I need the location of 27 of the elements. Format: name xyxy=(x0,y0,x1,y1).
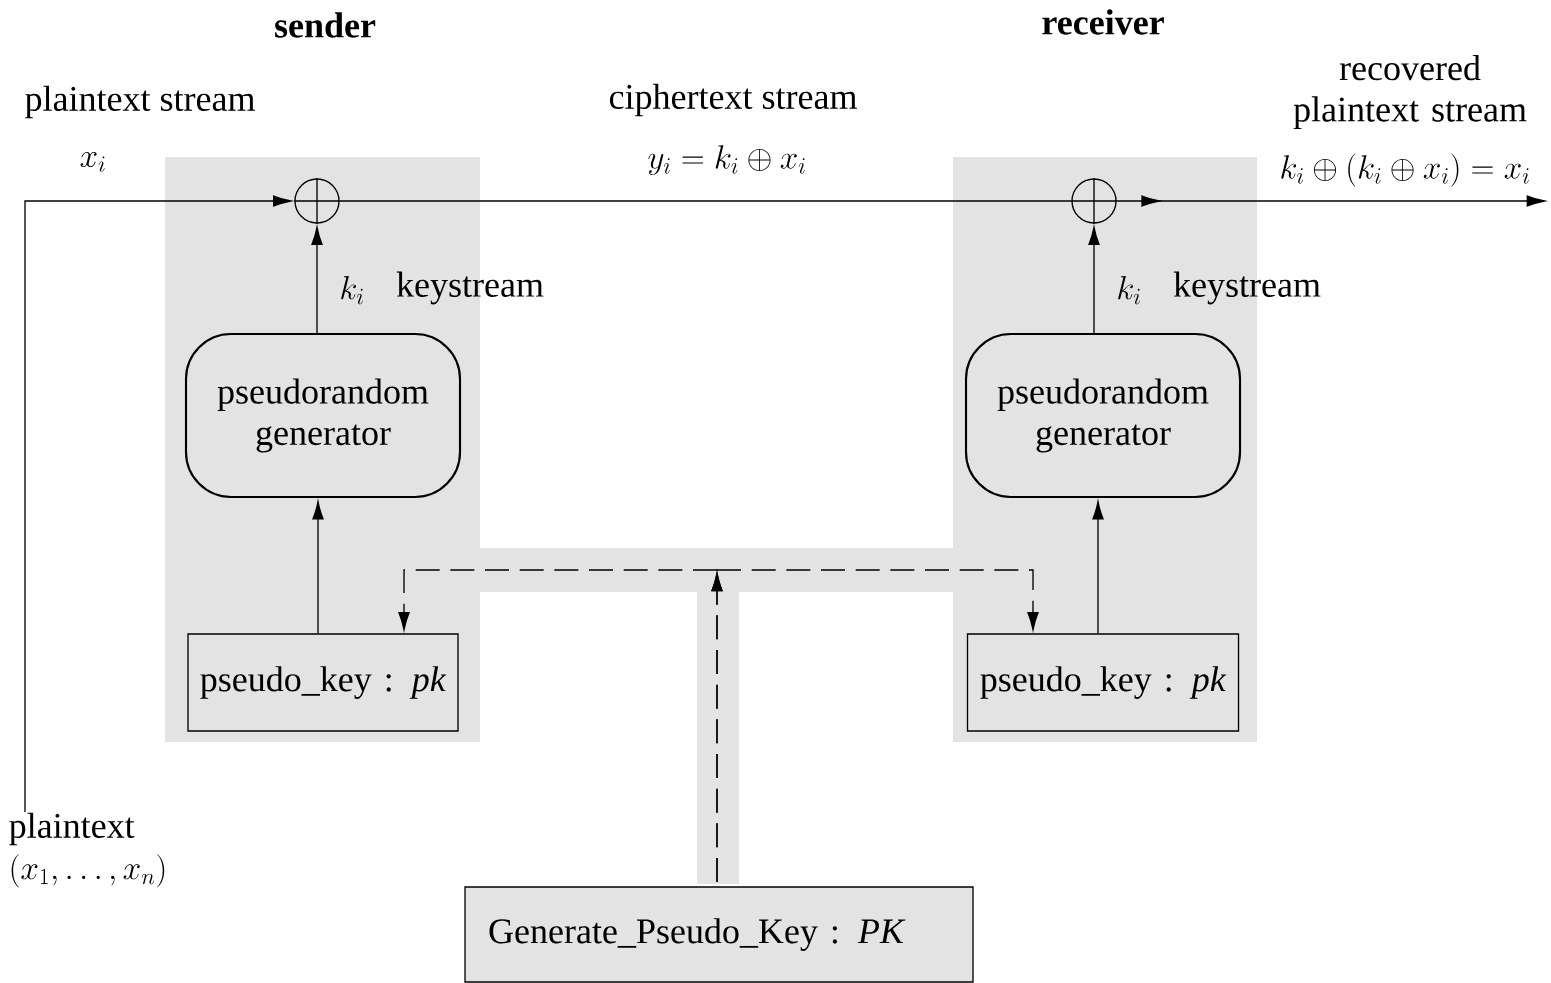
edge-label: $k_i$ xyxy=(1118,276,1140,305)
key-box: pseudo_key : pk xyxy=(966,633,1240,732)
key-box: pseudo_key : pk xyxy=(187,633,459,732)
arrow xyxy=(1092,501,1104,634)
edge-label: $x_i$ xyxy=(80,152,105,172)
stream-label: ciphertext stream xyxy=(609,83,857,117)
edge-label: $y_i = k_i \oplus x_i$ xyxy=(648,145,805,176)
edge-label: $k_i \oplus (k_i \oplus x_i) = x_i$ xyxy=(1281,153,1529,187)
arrow xyxy=(1116,195,1546,207)
generator-box: pseudorandom generator xyxy=(964,332,1242,499)
stream-label: plaintext stream xyxy=(25,85,255,119)
stream-label: keystream xyxy=(1173,271,1321,305)
arrow xyxy=(312,501,324,634)
key-box: Generate_Pseudo_Key : PK xyxy=(464,886,974,983)
node-label: receiver xyxy=(1042,9,1164,35)
arrow xyxy=(711,569,1039,883)
stream-label: keystream xyxy=(396,271,544,305)
node-label: sender xyxy=(275,12,376,38)
arrow xyxy=(24,195,292,813)
arrow xyxy=(1088,226,1100,334)
edge-label: $k_i$ xyxy=(341,276,363,305)
input-label: plaintext $(x_1,\ldots,x_n)$ xyxy=(9,812,165,888)
xor-symbol xyxy=(1070,177,1118,225)
stream-label: recovered plaintext stream xyxy=(1293,55,1527,129)
generator-box: pseudorandom generator xyxy=(184,332,462,499)
arrow xyxy=(311,226,323,334)
xor-symbol xyxy=(293,177,341,225)
